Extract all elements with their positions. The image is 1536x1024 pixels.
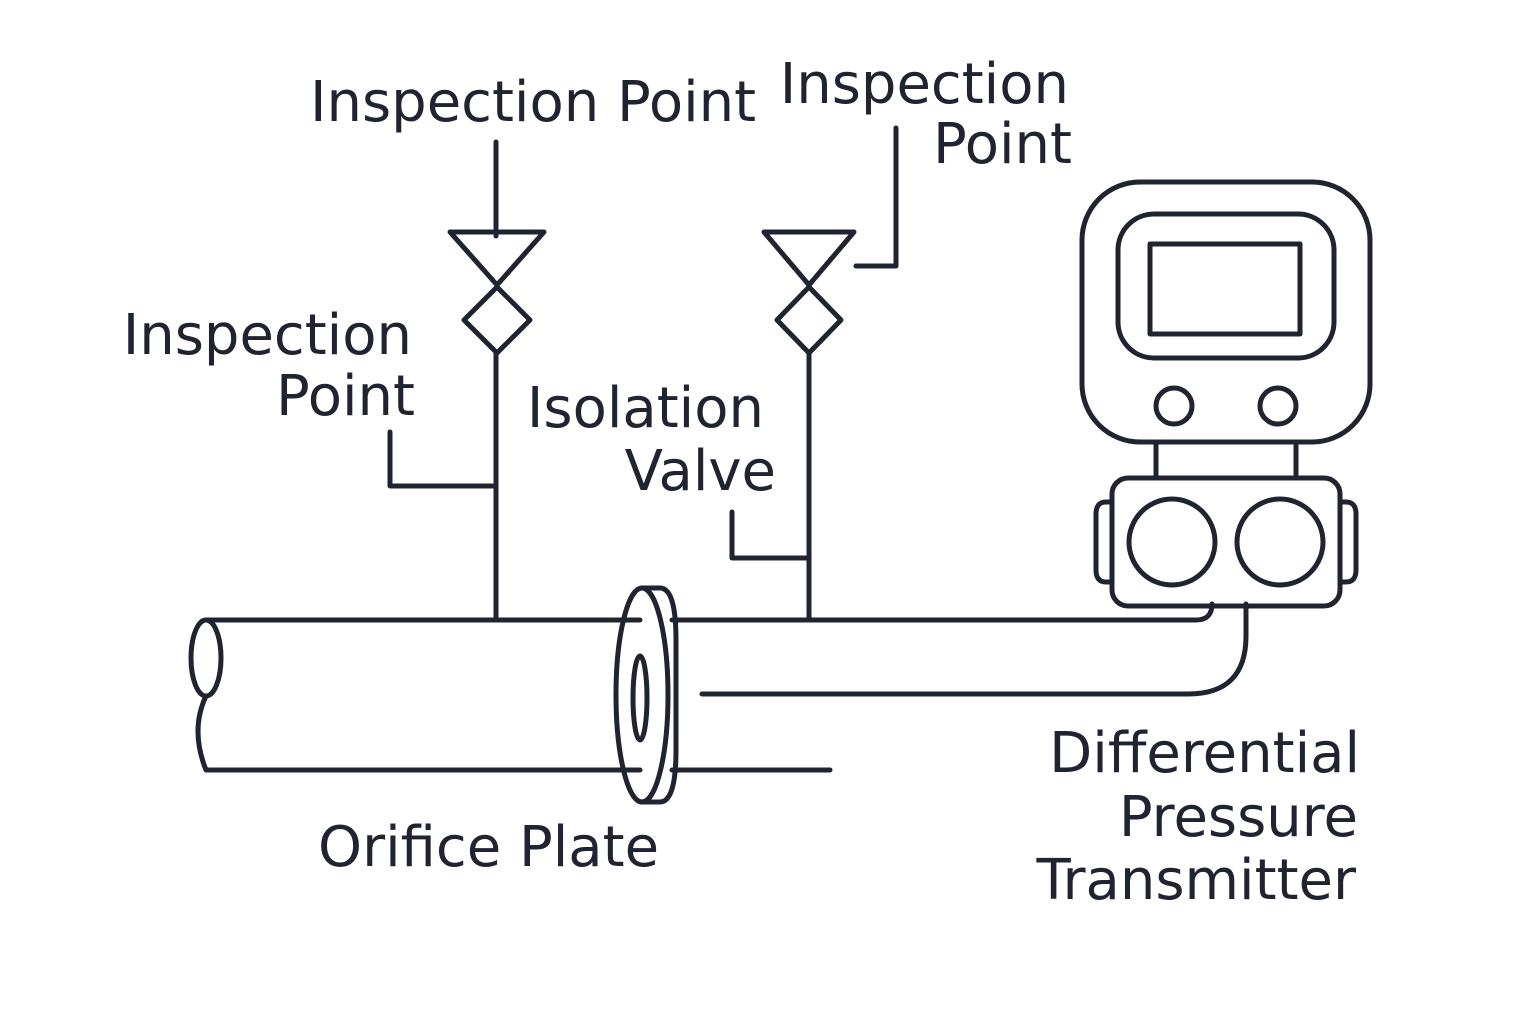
valve-assembly-right [729, 125, 899, 623]
orifice-plate-face [613, 585, 671, 805]
pipe-bottom-wall-left [195, 693, 643, 773]
gate-valve-icon [761, 229, 857, 356]
label-isolation-valve-line2: Valve [625, 439, 776, 504]
button-right [1257, 385, 1299, 427]
label-inspection-point-left-line2: Point [276, 364, 415, 429]
label-orifice-plate: Orifice Plate [318, 815, 659, 880]
valve-assembly-left [387, 139, 547, 623]
high-side-port [1126, 496, 1218, 588]
label-isolation-valve-line1: Isolation [527, 376, 764, 441]
leader-inspection-right [853, 125, 899, 269]
label-inspection-point-top-right-line1: Inspection [780, 52, 1069, 117]
label-inspection-point-top-right-line2: Point [933, 112, 1072, 177]
button-left [1153, 385, 1195, 427]
sensor-flange-right [1337, 499, 1359, 585]
leader-inspection-left [387, 429, 499, 489]
sensor-flange-left [1093, 499, 1115, 585]
transmitter-housing [1079, 179, 1373, 445]
label-transmitter-line3: Transmitter [1036, 848, 1357, 913]
orifice-bore [630, 653, 650, 743]
label-transmitter-line1: Differential [1049, 721, 1360, 786]
label-transmitter-line2: Pressure [1119, 785, 1358, 850]
label-inspection-point-top-left: Inspection Point [310, 70, 756, 135]
leader-isolation-valve [729, 509, 812, 561]
main-pipe [188, 601, 1249, 773]
pipe-open-end [188, 617, 224, 699]
orifice-plate-icon [613, 585, 679, 805]
gate-valve-icon [447, 229, 547, 356]
label-inspection-point-left-line1: Inspection [123, 303, 412, 368]
display-screen [1147, 241, 1303, 337]
low-side-port [1234, 496, 1326, 588]
impulse-line-low [699, 601, 1249, 697]
sensor-body [1109, 475, 1343, 609]
dp-transmitter-icon [1079, 179, 1373, 609]
display-bezel [1115, 211, 1337, 361]
